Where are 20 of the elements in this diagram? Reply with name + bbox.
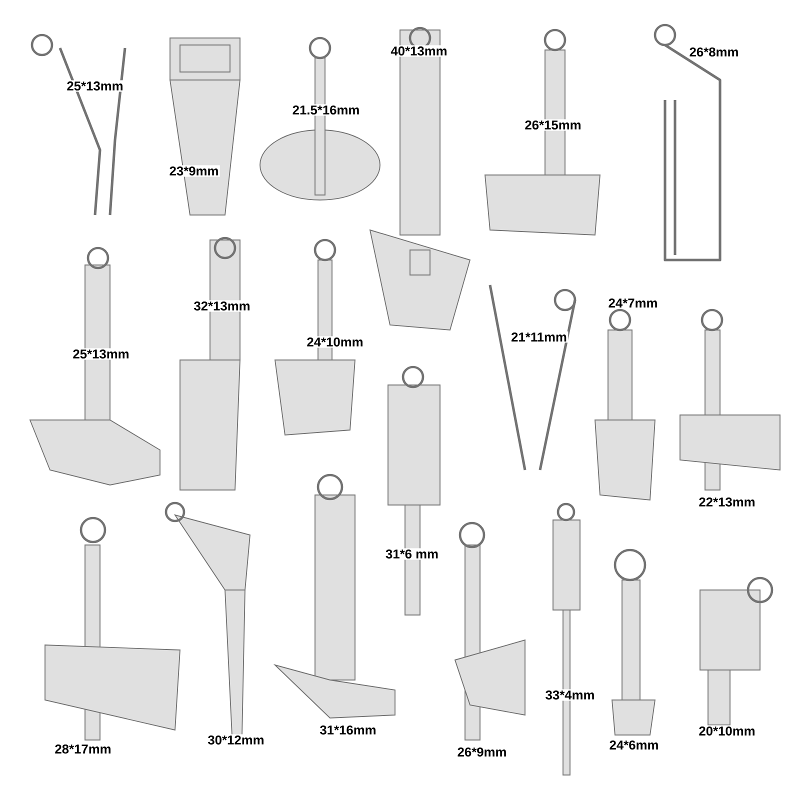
dimension-label: 25*13mm — [72, 348, 130, 360]
dimension-label: 31*16mm — [318, 724, 378, 736]
dimension-label: 21.5*16mm — [291, 104, 361, 116]
dimension-label: 25*13mm — [66, 80, 124, 92]
dimension-label: 21*11mm — [510, 331, 568, 343]
dimension-label: 24*7mm — [607, 297, 659, 309]
dimension-label: 23*9mm — [168, 165, 220, 177]
dimension-label: 28*17mm — [54, 743, 112, 755]
dimension-label: 30*12mm — [206, 734, 266, 746]
dimension-label: 20*10mm — [698, 725, 756, 737]
dimension-label: 24*10mm — [306, 336, 364, 348]
dimension-label: 22*13mm — [698, 496, 756, 508]
dimension-label: 24*6mm — [608, 739, 660, 751]
dimension-label: 33*4mm — [544, 689, 596, 701]
dimension-label: 40*13mm — [390, 45, 448, 57]
dimension-label: 26*8mm — [688, 46, 740, 58]
dimension-label: 31*6 mm — [384, 548, 440, 560]
dimension-label: 26*9mm — [456, 746, 508, 758]
dimension-label: 32*13mm — [192, 300, 252, 312]
dimension-label: 26*15mm — [524, 119, 582, 131]
